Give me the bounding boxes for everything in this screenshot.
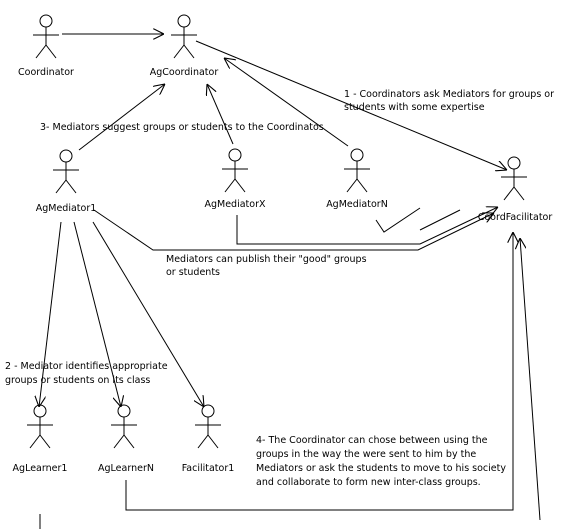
actor-ag-coordinator: AgCoordinator — [150, 14, 219, 78]
actor-ag-mediator-x: AgMediatorX — [204, 148, 266, 210]
note-step3: 3- Mediators suggest groups or students … — [40, 122, 324, 133]
mediatorn-tick-mark — [375, 207, 461, 233]
note-step1: 1 - Coordinators ask Mediators for group… — [344, 89, 557, 113]
note-publish: Mediators can publish their "good" group… — [166, 254, 370, 278]
mediatorx-to-coordfacilitator-arrow — [236, 207, 498, 245]
svg-text:AgCoordinator: AgCoordinator — [150, 67, 219, 78]
bottom-to-coordfacilitator-arrow — [520, 238, 541, 521]
mediator1-to-aglearner1-arrow — [39, 221, 62, 407]
agcoordinator-to-coordfacilitator-arrow — [195, 40, 507, 170]
svg-text:AgLearner1: AgLearner1 — [13, 463, 68, 474]
svg-text:AgLearnerN: AgLearnerN — [98, 463, 154, 474]
actor-ag-mediator1: AgMediator1 — [36, 149, 97, 214]
mediator1-to-aglearnern-arrow — [73, 221, 121, 407]
note-step4: 4- The Coordinator can chose between usi… — [256, 435, 509, 488]
svg-text:AgMediatorN: AgMediatorN — [326, 199, 388, 210]
svg-text:Facilitator1: Facilitator1 — [182, 463, 235, 474]
actor-ag-mediator-n: AgMediatorN — [326, 148, 388, 210]
svg-text:CoordFacilitator: CoordFacilitator — [478, 212, 553, 223]
actor-ag-learner-n: AgLearnerN — [98, 404, 154, 474]
svg-text:AgMediatorX: AgMediatorX — [204, 199, 266, 210]
actor-coordinator: Coordinator — [18, 14, 74, 78]
actor-coord-facilitator: CoordFacilitator — [478, 156, 553, 223]
svg-text:AgMediator1: AgMediator1 — [36, 203, 97, 214]
mediator1-to-agcoordinator-arrow — [78, 84, 165, 151]
aglearnern-to-coordfacilitator-arrow — [125, 232, 513, 511]
mediatorx-to-agcoordinator-arrow — [207, 84, 234, 145]
mediatorn-to-agcoordinator-arrow — [224, 58, 349, 147]
actor-ag-learner1: AgLearner1 — [13, 404, 68, 474]
svg-text:Coordinator: Coordinator — [18, 67, 74, 78]
actor-facilitator1: Facilitator1 — [182, 404, 235, 474]
note-step2: 2 - Mediator identifies appropriate grou… — [5, 361, 171, 386]
mediator1-publish-arrow — [93, 209, 494, 251]
mediator1-to-facilitator1-arrow — [92, 221, 204, 407]
